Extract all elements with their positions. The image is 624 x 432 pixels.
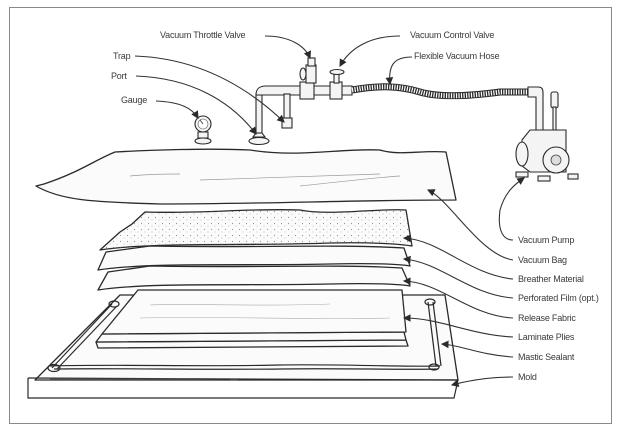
port [248, 94, 270, 146]
laminate-plies [95, 331, 409, 349]
perforated-film [97, 265, 411, 291]
vacuum-control-valve [329, 68, 345, 84]
gauge [194, 115, 212, 145]
label-mastic-sealant: Mastic Sealant [518, 352, 575, 362]
label-gauge: Gauge [121, 95, 147, 105]
label-breather-material: Breather Material [518, 274, 584, 284]
breather-sheet-dotted [99, 208, 413, 251]
mastic-sealant [47, 298, 442, 373]
label-vacuum-bag: Vacuum Bag [518, 255, 567, 265]
label-vacuum-control-valve: Vacuum Control Valve [410, 30, 494, 40]
flexible-vacuum-hose [351, 83, 544, 133]
label-port: Port [111, 71, 127, 81]
pipe-manifold [255, 81, 353, 129]
vacuum-pump [515, 91, 579, 182]
label-perforated-film: Perforated Film (opt.) [518, 293, 599, 303]
label-trap: Trap [113, 51, 131, 61]
vacuum-throttle-valve [299, 57, 317, 84]
label-laminate-plies: Laminate Plies [518, 332, 575, 342]
label-vacuum-throttle-valve: Vacuum Throttle Valve [160, 30, 246, 40]
breather-material [97, 245, 411, 271]
vacuum-bag [35, 148, 457, 205]
release-fabric [101, 289, 407, 335]
label-mold: Mold [518, 372, 537, 382]
leader-lines [134, 35, 525, 387]
label-vacuum-pump: Vacuum Pump [518, 235, 574, 245]
label-release-fabric: Release Fabric [518, 313, 576, 323]
label-flexible-vacuum-hose: Flexible Vacuum Hose [414, 51, 500, 61]
